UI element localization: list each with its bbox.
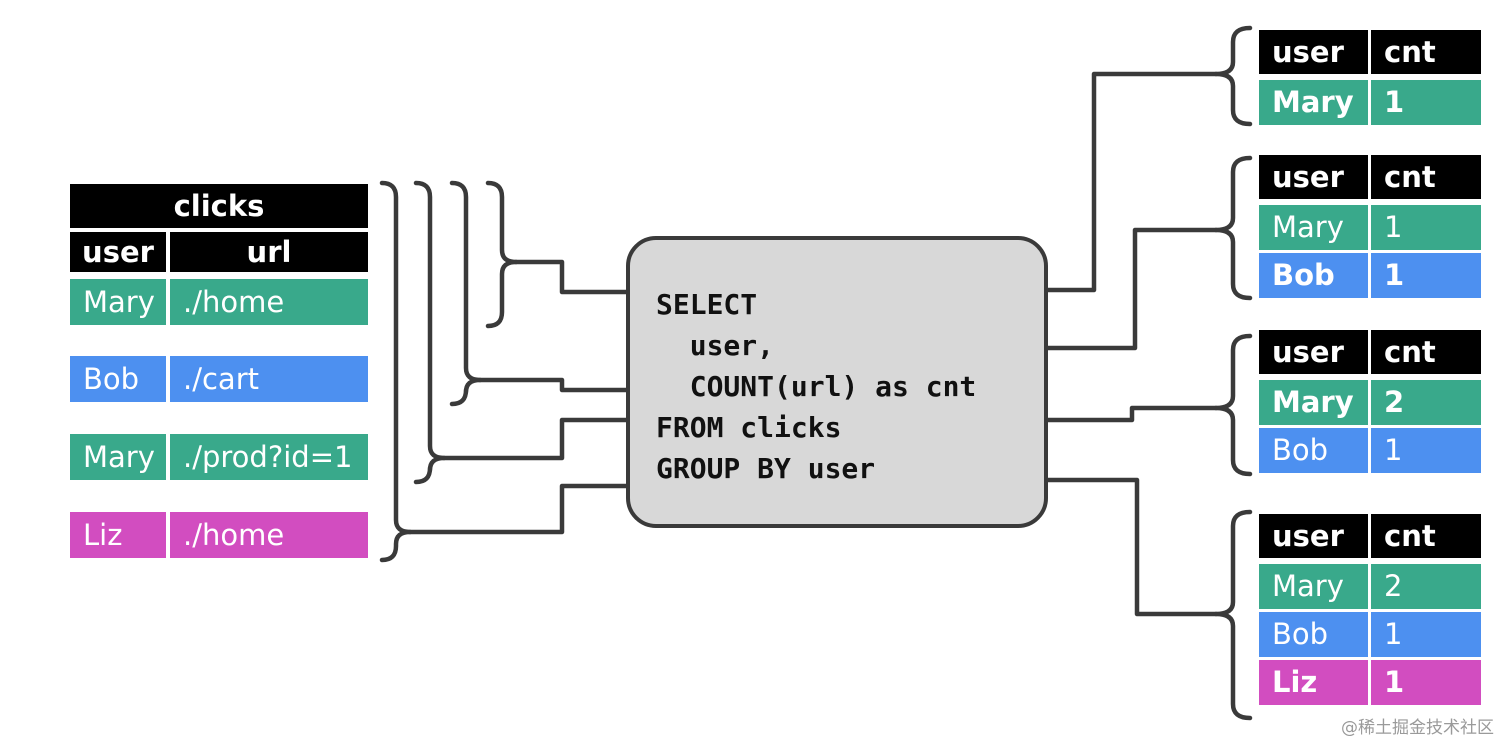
- sql-query-text: SELECT user, COUNT(url) as cnt FROM clic…: [656, 288, 977, 485]
- result-row-cnt: 1: [1371, 80, 1481, 125]
- result-row-user: Mary: [1259, 564, 1368, 609]
- result-row-cnt: 2: [1371, 564, 1481, 609]
- input-group-brace: [413, 180, 447, 485]
- output-connector: [1043, 71, 1219, 293]
- output-connector: [1043, 405, 1219, 423]
- clicks-table-title: clicks: [70, 184, 368, 228]
- result-column-user: user: [1259, 30, 1368, 74]
- result-row-cnt: 1: [1371, 205, 1481, 250]
- output-group-brace: [1213, 155, 1253, 301]
- result-column-cnt: cnt: [1371, 514, 1481, 558]
- result-row-user: Bob: [1259, 612, 1368, 657]
- clicks-row-user: Bob: [70, 356, 166, 402]
- output-connector: [1043, 477, 1219, 617]
- clicks-row-user: Mary: [70, 279, 166, 325]
- input-group-brace: [485, 180, 519, 329]
- result-row-cnt: 1: [1371, 660, 1481, 705]
- sql-query-box: SELECT user, COUNT(url) as cnt FROM clic…: [626, 236, 1048, 528]
- input-group-brace: [449, 180, 483, 407]
- clicks-row-url: ./home: [170, 512, 368, 558]
- clicks-column-user: user: [70, 232, 166, 272]
- output-group-brace: [1213, 509, 1253, 721]
- result-row-cnt: 1: [1371, 428, 1481, 473]
- clicks-row-url: ./home: [170, 279, 368, 325]
- clicks-row-url: ./prod?id=1: [170, 434, 368, 480]
- output-group-brace: [1213, 333, 1253, 477]
- clicks-row-user: Liz: [70, 512, 166, 558]
- result-column-user: user: [1259, 330, 1368, 374]
- result-row-cnt: 1: [1371, 253, 1481, 298]
- input-group-brace: [379, 180, 413, 563]
- result-row-user: Mary: [1259, 205, 1368, 250]
- result-row-cnt: 1: [1371, 612, 1481, 657]
- result-row-user: Bob: [1259, 253, 1368, 298]
- clicks-column-url: url: [170, 232, 368, 272]
- result-column-user: user: [1259, 514, 1368, 558]
- result-row-user: Liz: [1259, 660, 1368, 705]
- output-connector: [1043, 227, 1219, 351]
- input-connector: [407, 483, 631, 535]
- result-row-user: Mary: [1259, 380, 1368, 425]
- watermark: @稀土掘金技术社区: [1341, 718, 1494, 738]
- output-group-brace: [1213, 25, 1253, 127]
- result-row-user: Mary: [1259, 80, 1368, 125]
- clicks-row-url: ./cart: [170, 356, 368, 402]
- result-column-cnt: cnt: [1371, 330, 1481, 374]
- result-column-user: user: [1259, 155, 1368, 199]
- clicks-row-user: Mary: [70, 434, 166, 480]
- input-connector: [441, 417, 631, 461]
- input-connector: [513, 259, 631, 295]
- result-row-cnt: 2: [1371, 380, 1481, 425]
- result-column-cnt: cnt: [1371, 155, 1481, 199]
- result-column-cnt: cnt: [1371, 30, 1481, 74]
- result-row-user: Bob: [1259, 428, 1368, 473]
- input-connector: [477, 377, 631, 393]
